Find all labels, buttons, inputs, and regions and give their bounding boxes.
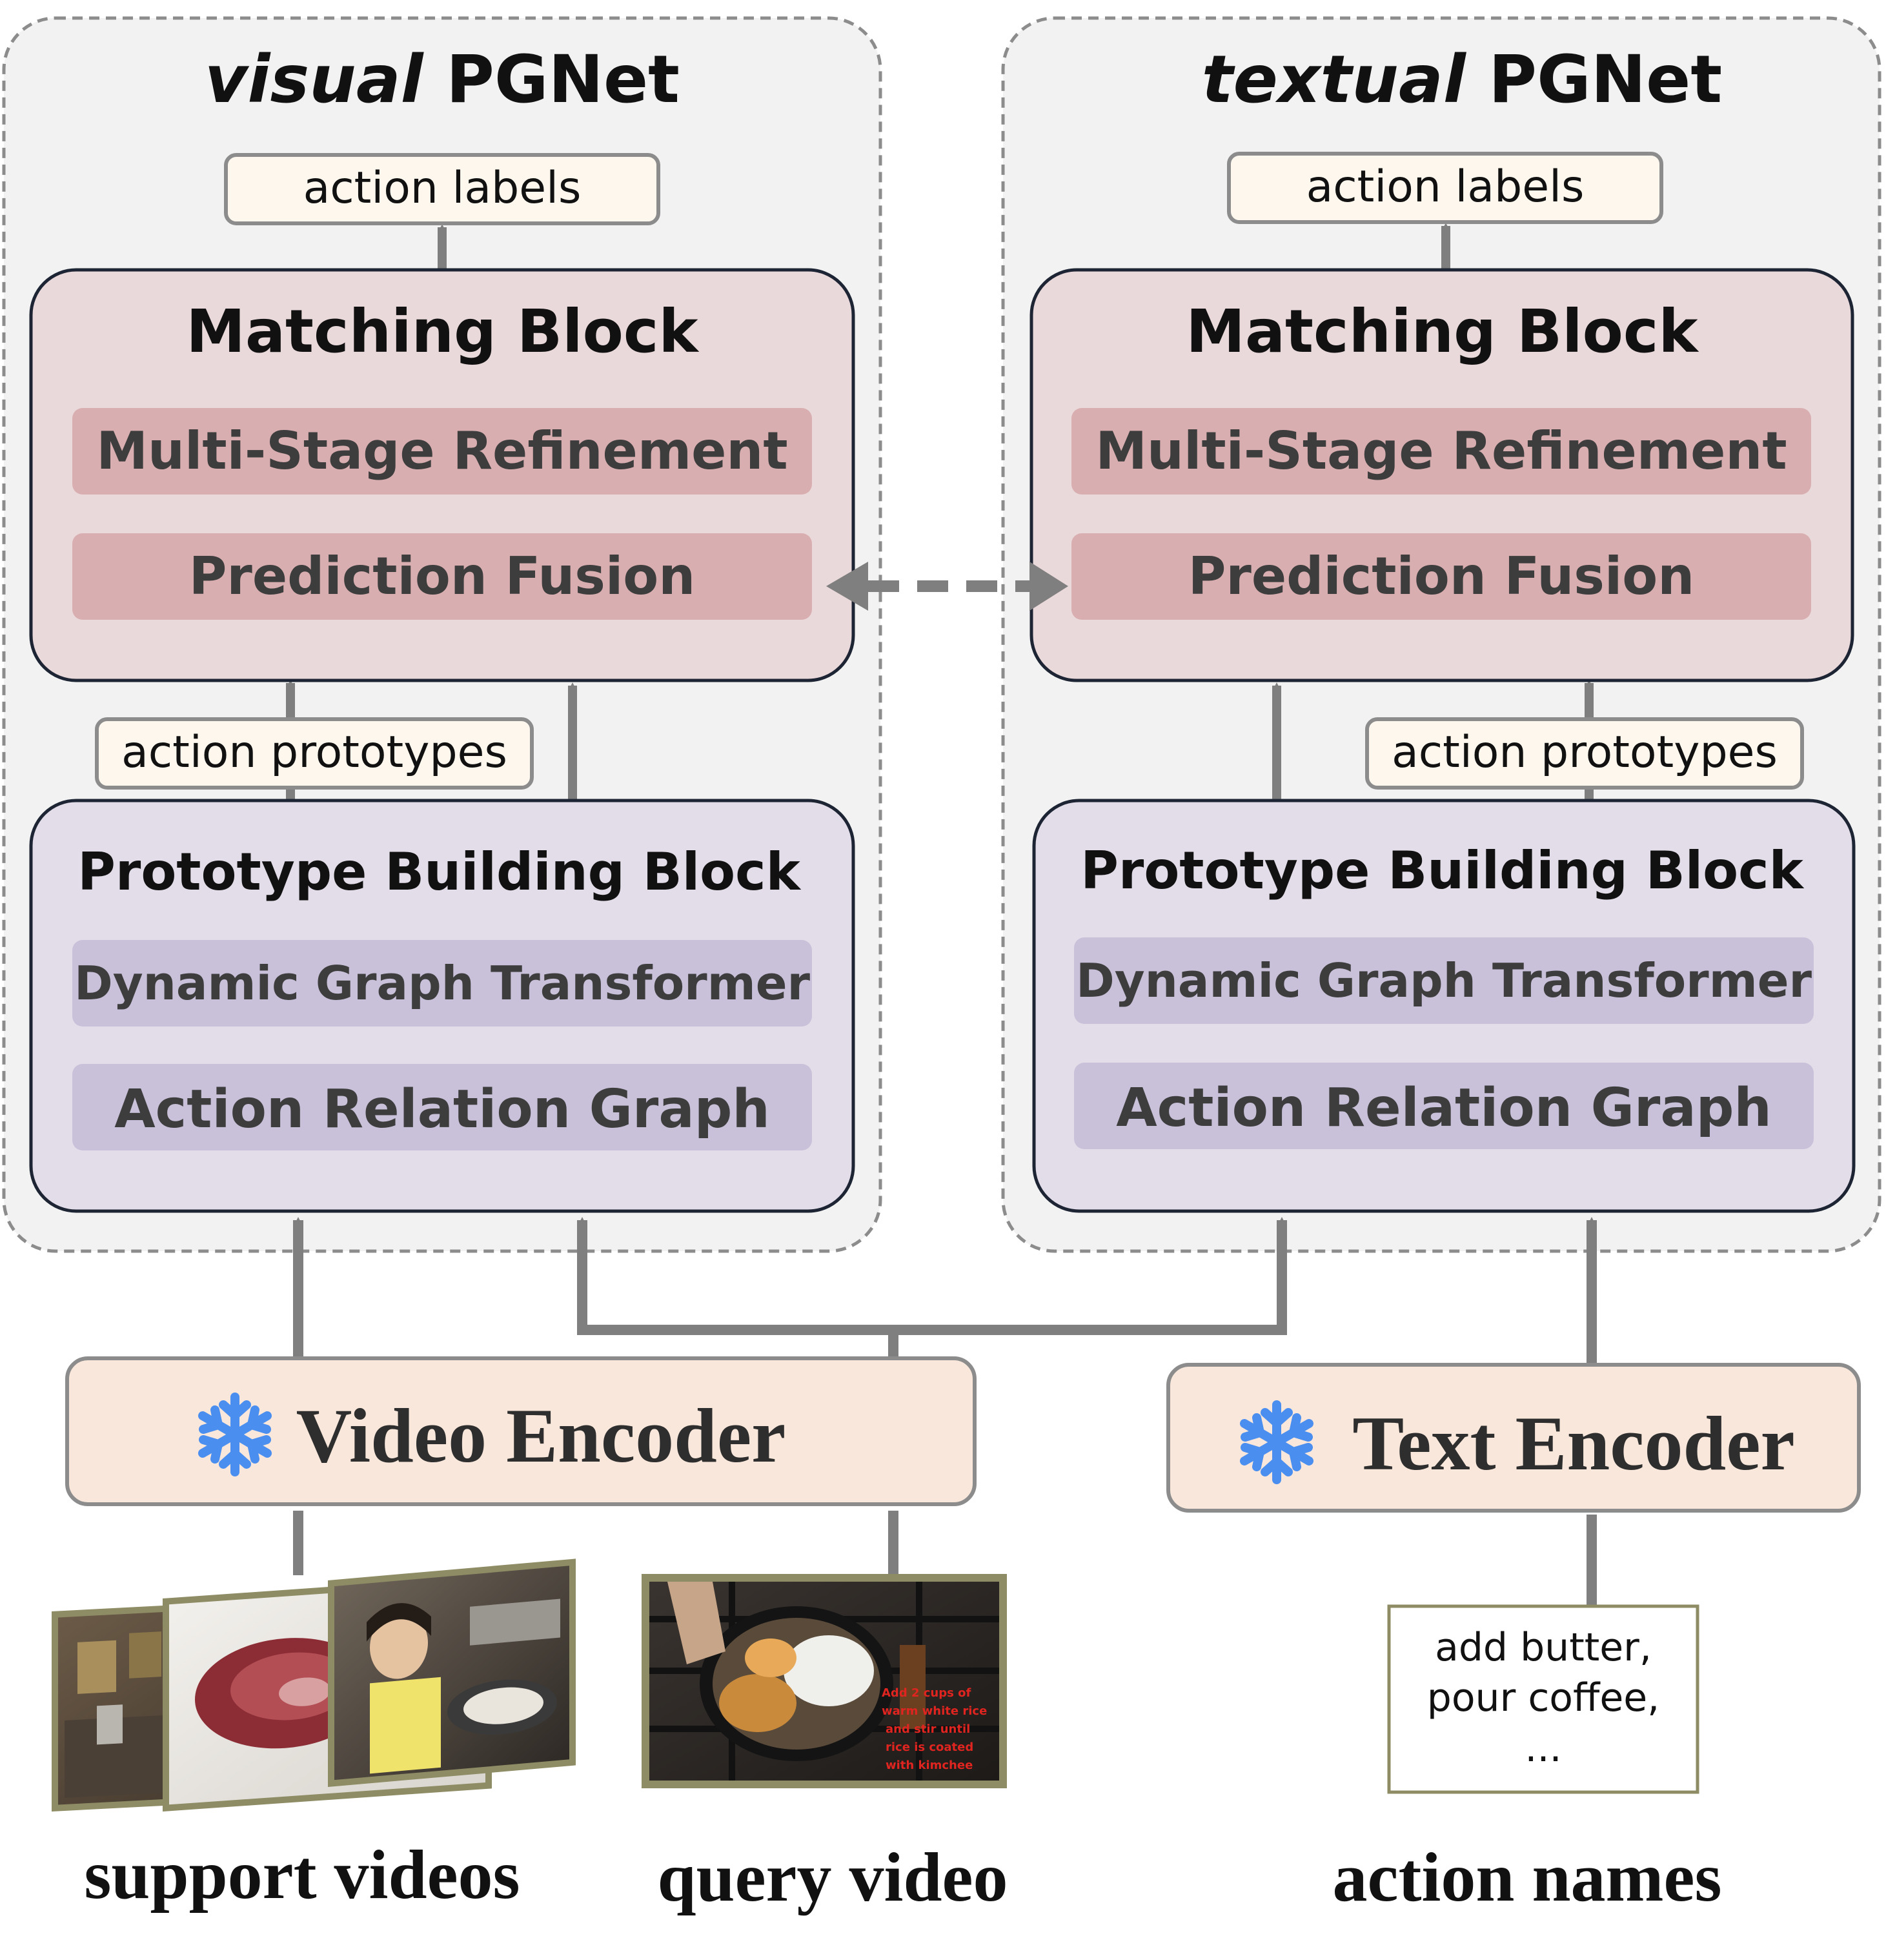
visual-action-prototypes-box: [95, 717, 534, 790]
visual-action-labels-box: [224, 153, 660, 225]
video-encoder-box: [65, 1356, 977, 1506]
textual-action-prototypes-box: [1365, 717, 1804, 790]
visual-prediction-fusion-text: Prediction Fusion: [189, 546, 695, 606]
textual-multi-stage-text: Multi-Stage Refinement: [1095, 421, 1787, 481]
textual-multi-stage-box: [1071, 408, 1811, 495]
action-names-line-2: pour coffee,: [1427, 1675, 1660, 1720]
text-encoder-box: [1166, 1363, 1861, 1513]
visual-prediction-fusion-box: [72, 533, 812, 620]
support-videos-thumbnails: [52, 1558, 576, 1812]
visual-action-relation-box: [72, 1064, 812, 1150]
visual-multi-stage-box: [72, 408, 812, 495]
visual-action-prototypes-text: action prototypes: [121, 727, 507, 778]
textual-matching-title: Matching Block: [1186, 297, 1699, 366]
text-encoder-label: Text Encoder: [1352, 1400, 1795, 1486]
visual-pgnet-title: visual PGNet: [205, 41, 680, 118]
textual-action-relation-text: Action Relation Graph: [1116, 1077, 1772, 1139]
visual-prototype-title: Prototype Building Block: [77, 842, 801, 902]
visual-title-italic: visual: [205, 41, 425, 118]
textual-pgnet-title: textual PGNet: [1202, 41, 1722, 118]
action-names-label: action names: [1333, 1839, 1722, 1916]
video-encoder-label: Video Encoder: [296, 1393, 786, 1478]
textual-prototype-title: Prototype Building Block: [1080, 841, 1804, 901]
visual-multi-stage-text: Multi-Stage Refinement: [96, 421, 787, 481]
query-overlay-line-4: rice is coated: [886, 1741, 973, 1754]
visual-title-rest: PGNet: [423, 41, 680, 118]
support-videos-label: support videos: [84, 1837, 520, 1914]
visual-action-labels-text: action labels: [303, 163, 582, 214]
textual-dynamic-graph-text: Dynamic Graph Transformer: [1076, 954, 1812, 1008]
video-encoder-snowflake-icon: [198, 1393, 272, 1476]
visual-dynamic-graph-text: Dynamic Graph Transformer: [74, 956, 811, 1010]
support-video-frame-3: [328, 1558, 576, 1787]
query-overlay-line-2: warm white rice: [882, 1704, 987, 1718]
textual-title-italic: textual: [1202, 41, 1467, 118]
textual-dynamic-graph-box: [1074, 937, 1814, 1024]
textual-title-rest: PGNet: [1466, 41, 1722, 118]
action-names-line-1: add butter,: [1435, 1625, 1652, 1670]
visual-dynamic-graph-box: [72, 940, 812, 1026]
fusion-link-arrow: [826, 562, 1068, 611]
action-names-box: [1387, 1604, 1699, 1794]
textual-action-prototypes-text: action prototypes: [1392, 727, 1778, 778]
action-names-line-3: ...: [1525, 1726, 1561, 1771]
query-overlay-line-1: Add 2 cups of: [882, 1686, 971, 1700]
textual-prediction-fusion-box: [1071, 533, 1811, 620]
query-video-thumbnail: Add 2 cups of warm white rice and stir u…: [642, 1574, 1007, 1788]
query-overlay-line-5: with kimchee: [886, 1759, 973, 1772]
textual-action-labels-box: [1227, 152, 1663, 224]
textual-action-labels-text: action labels: [1306, 161, 1585, 212]
visual-action-relation-text: Action Relation Graph: [114, 1079, 770, 1140]
text-encoder-snowflake-icon: [1240, 1400, 1313, 1484]
query-video-label: query video: [657, 1839, 1008, 1916]
textual-prediction-fusion-text: Prediction Fusion: [1188, 546, 1694, 606]
query-overlay-text: Add 2 cups of warm white rice and stir u…: [882, 1686, 987, 1772]
textual-action-relation-box: [1074, 1063, 1814, 1149]
query-overlay-line-3: and stir until: [886, 1722, 970, 1736]
visual-matching-title: Matching Block: [186, 297, 699, 366]
encoder-arrows: [293, 1217, 1597, 1606]
